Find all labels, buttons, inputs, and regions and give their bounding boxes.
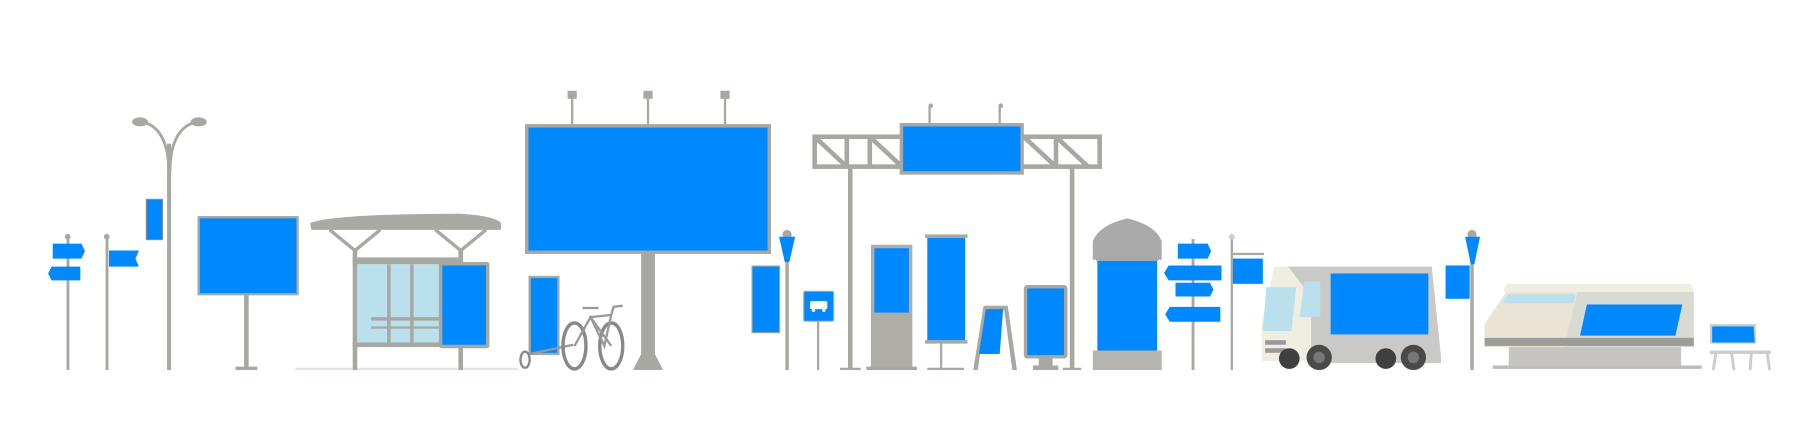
totem-screen (1027, 288, 1065, 356)
small-billboard (197, 216, 299, 371)
shelter-glass (357, 264, 441, 343)
gantry-billboard (812, 103, 1102, 371)
large-billboard-screen (528, 127, 768, 251)
bicycle-cart-ad (530, 278, 558, 353)
pole-ad-panel (752, 266, 780, 333)
blue-lamp-head (779, 236, 796, 263)
gantry-ad-screen (903, 126, 1021, 172)
advertising-train (1484, 283, 1702, 369)
ad-flag-sign (109, 250, 139, 267)
kiosk-screen (874, 248, 909, 313)
bicycle-wheel (561, 321, 588, 371)
banner-ad (927, 237, 966, 341)
roll-up-banner (924, 234, 968, 371)
ad-sign-arrow-left (48, 266, 81, 281)
bicycle-ad-cart (519, 275, 625, 371)
advertising-column (1092, 218, 1162, 371)
a-frame-ad (978, 309, 1004, 354)
shelter-ad-panel (442, 265, 486, 345)
billboard-ad-screen (199, 218, 297, 294)
direction-sign (1177, 243, 1212, 259)
pole-ad-panel (1445, 265, 1470, 299)
large-billboard (525, 90, 771, 371)
bus-icon (810, 301, 828, 313)
lamp-pole-ad (751, 229, 796, 371)
bicycle-wheel (598, 321, 625, 371)
direction-sign (1164, 265, 1222, 281)
digital-totem (1023, 285, 1068, 371)
info-kiosk (866, 244, 917, 371)
column-ad (1097, 260, 1158, 352)
hanging-sign-pole (1228, 233, 1265, 371)
bench-ad (1709, 324, 1772, 371)
direction-signpost (1164, 239, 1222, 371)
train-ad-panel (1580, 304, 1683, 336)
signpost-left (48, 233, 85, 371)
lamp-banner-ad (146, 199, 162, 240)
a-frame-sign (973, 305, 1017, 371)
bus-stop-sign (803, 290, 835, 371)
hanging-sign-ad (1232, 258, 1263, 284)
ad-sign-arrow-right (52, 243, 85, 259)
van-wheels (1278, 344, 1427, 371)
direction-sign (1165, 306, 1221, 322)
flag-sign-pole (103, 233, 139, 371)
street-lamp (132, 117, 207, 371)
bus-shelter (295, 213, 519, 371)
bench-ad-panel (1712, 326, 1755, 343)
direction-sign (1175, 282, 1214, 297)
lamp-pole-ad-right (1445, 229, 1481, 371)
van-ad-panel (1330, 273, 1429, 335)
advertising-van (1261, 266, 1441, 371)
